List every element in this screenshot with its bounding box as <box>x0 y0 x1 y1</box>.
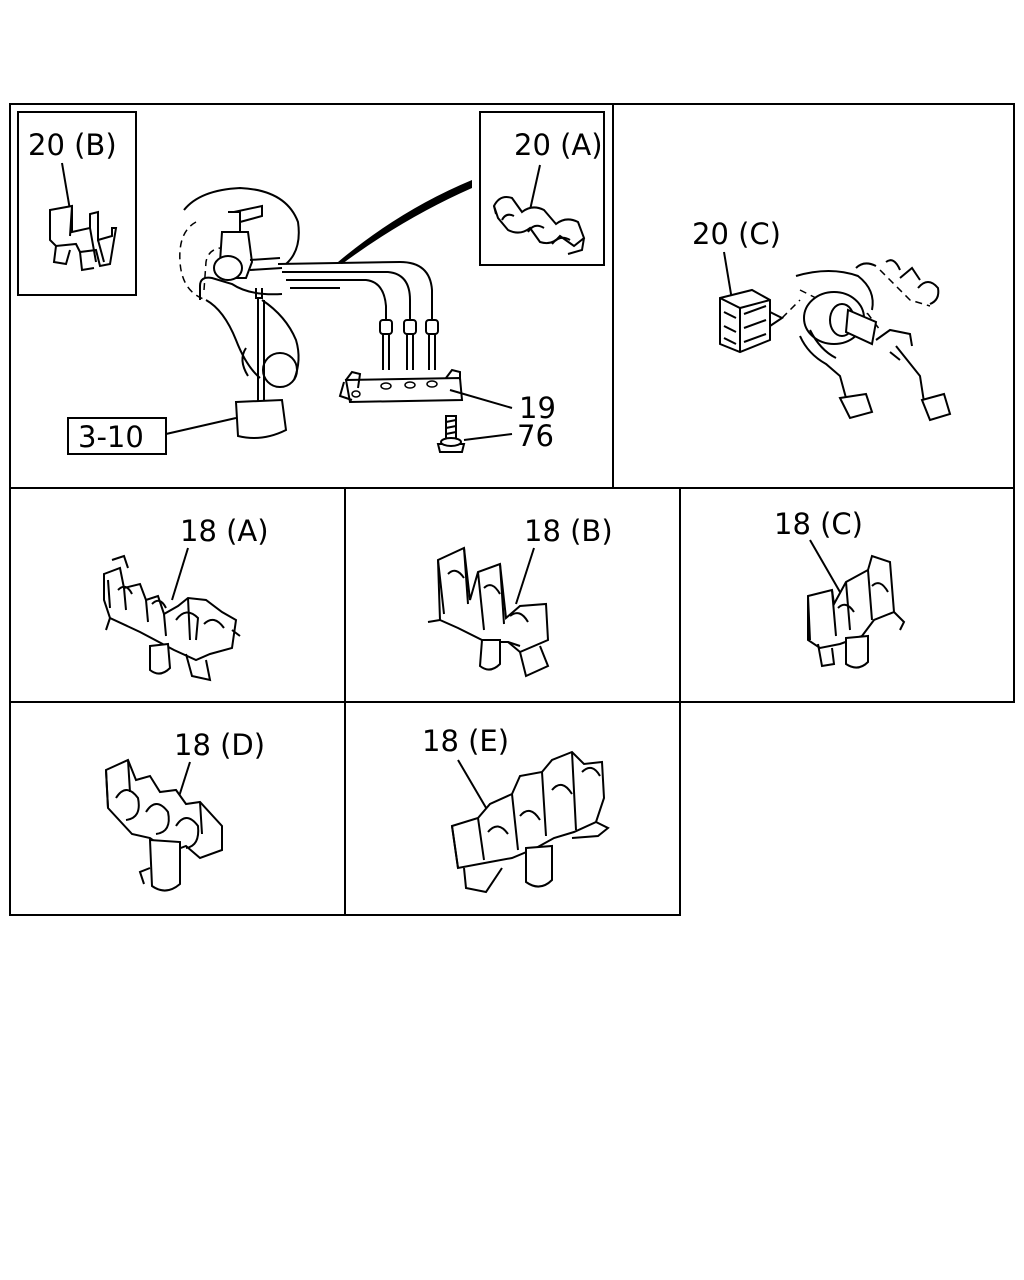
panel-18a: 18 (A) <box>103 514 269 682</box>
pedal-assembly-20c <box>795 259 952 422</box>
leader-20c <box>723 251 733 301</box>
pointer-wedge <box>338 180 472 264</box>
clip-18a <box>103 554 241 682</box>
clip-18e <box>450 750 610 894</box>
panel-18c: 18 (C) <box>774 507 906 669</box>
clip-18d <box>104 758 223 892</box>
hose-fittings <box>379 319 439 370</box>
label-18c: 18 (C) <box>774 507 863 541</box>
leader-20b <box>61 162 71 211</box>
panel-18d: 18 (D) <box>104 728 265 892</box>
label-19: 19 <box>519 391 556 425</box>
leader-20a <box>529 164 541 211</box>
leader-18c <box>809 539 841 593</box>
label-20b: 20 (B) <box>28 128 117 162</box>
clip-20b <box>49 204 118 272</box>
panel-20c: 20 (C) <box>692 217 952 422</box>
inset-20a: 20 (A) <box>479 111 605 266</box>
label-76: 76 <box>517 419 554 453</box>
label-18e: 18 (E) <box>422 724 509 758</box>
clip-18c <box>807 554 906 669</box>
leader-19 <box>449 389 513 409</box>
bolt-76 <box>436 415 466 453</box>
leader-18b <box>515 547 535 605</box>
bracket-19 <box>338 368 464 404</box>
label-3-10: 3-10 <box>78 420 144 454</box>
label-20a: 20 (A) <box>514 128 603 162</box>
label-20c: 20 (C) <box>692 217 781 251</box>
panel-18b: 18 (B) <box>427 514 613 678</box>
leader-18a <box>171 547 189 601</box>
leader-76 <box>463 433 513 441</box>
clip-18b <box>427 546 550 678</box>
label-18b: 18 (B) <box>524 514 613 548</box>
panel-frames <box>9 103 1015 916</box>
pedal-assembly <box>179 186 439 439</box>
main-assembly-panel: 20 (B) 20 (A) <box>17 111 605 455</box>
label-3-10-box <box>67 417 167 455</box>
inset-20b: 20 (B) <box>17 111 137 296</box>
panel-18e: 18 (E) <box>422 724 610 894</box>
clip-20c <box>719 288 784 354</box>
leader-3-10 <box>165 417 237 435</box>
assembly-arrow <box>781 299 801 319</box>
label-18d: 18 (D) <box>174 728 265 762</box>
label-18a: 18 (A) <box>180 514 269 548</box>
clip-20a <box>492 196 586 255</box>
